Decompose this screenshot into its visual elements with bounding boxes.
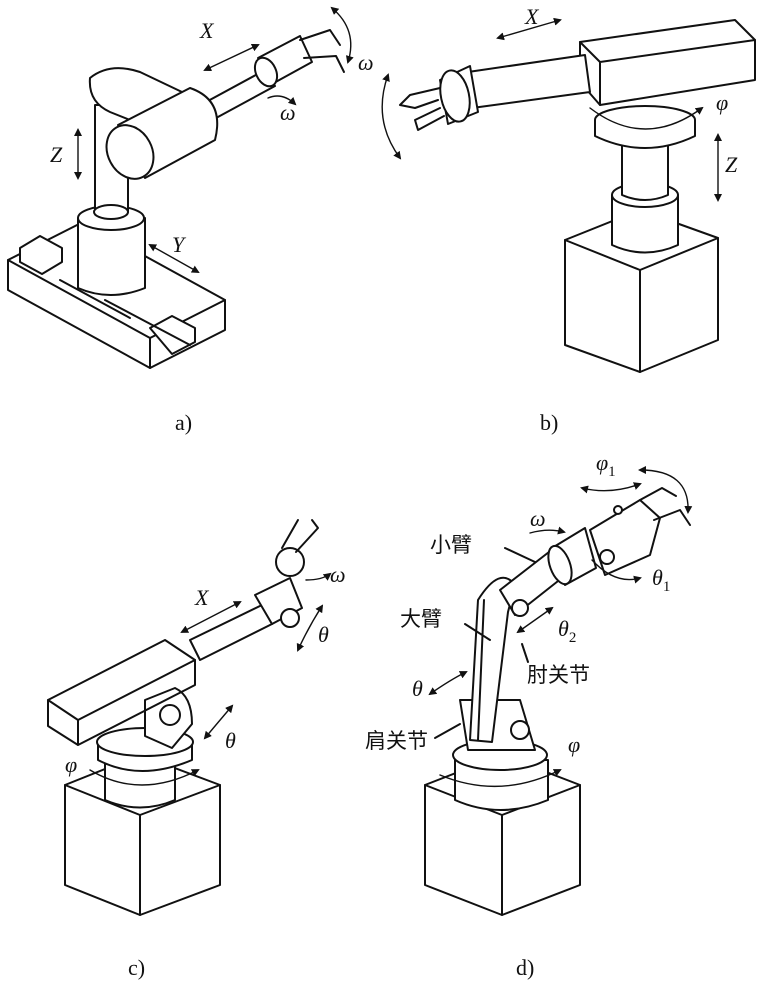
z-axis-label: Z (50, 142, 63, 167)
panel-b-motion-arrows (381, 17, 722, 202)
panel-d-motion-arrows (428, 466, 693, 787)
panel-b-cylindrical-robot: X φ Z b) (381, 4, 756, 435)
panel-caption: a) (175, 410, 192, 435)
elbow-joint-label: 肘关节 (527, 663, 590, 687)
panel-caption: c) (128, 955, 145, 980)
theta-label: θ (225, 728, 236, 753)
x-axis-label: X (194, 585, 210, 610)
x-axis-label: X (199, 18, 215, 43)
z-axis-label: Z (725, 152, 738, 177)
panel-d-column (452, 699, 549, 811)
panel-c-spherical-robot: X ω θ θ φ c) (47, 519, 346, 980)
panel-a-motion-arrows (74, 6, 354, 273)
shoulder-joint-label: 肩关节 (365, 729, 428, 753)
omega-label: ω (358, 50, 374, 75)
omega-label: ω (530, 506, 546, 531)
omega-label: ω (280, 100, 296, 125)
panel-d-articulated-robot: φ1 ω θ1 θ2 小臂 大臂 肘关节 θ 肩关节 φ d) (365, 450, 693, 980)
panel-c-motion-arrows (89, 572, 332, 786)
panel-a-cartesian-robot: X Z Y ω ω a) (7, 6, 374, 435)
forearm-label: 小臂 (430, 533, 472, 557)
theta1-label: θ1 (652, 565, 670, 595)
panel-c-arm (47, 519, 319, 746)
phi-label: φ (568, 732, 580, 757)
panel-caption: d) (516, 955, 534, 980)
theta-label: θ (412, 676, 423, 701)
theta2-label: θ2 (558, 616, 576, 646)
phi-label: φ (716, 90, 728, 115)
theta-label: θ (318, 622, 329, 647)
x-axis-label: X (524, 4, 540, 29)
panel-d-forearm-and-wrist (499, 487, 691, 617)
panel-caption: b) (540, 410, 558, 435)
panel-b-column (594, 105, 696, 254)
phi-label: φ (65, 752, 77, 777)
panel-b-arm (399, 19, 756, 131)
y-axis-label: Y (172, 232, 187, 257)
phi1-label: φ1 (596, 450, 616, 480)
upper-arm-label: 大臂 (400, 607, 442, 631)
omega-label: ω (330, 562, 346, 587)
